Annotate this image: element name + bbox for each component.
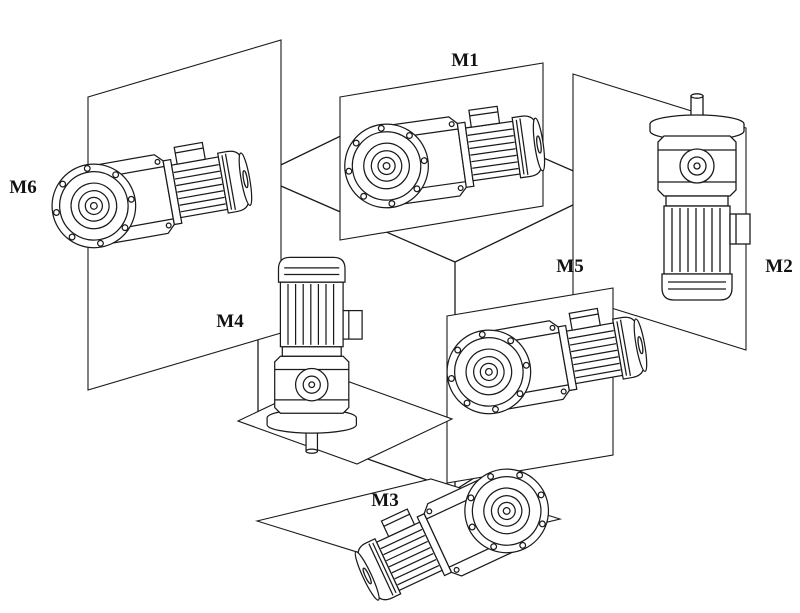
label-m5: M5 bbox=[556, 256, 583, 277]
gearmotor-m4 bbox=[266, 256, 363, 454]
label-m2: M2 bbox=[765, 256, 792, 277]
label-m1: M1 bbox=[451, 50, 478, 71]
label-m3: M3 bbox=[371, 490, 398, 511]
label-m4: M4 bbox=[216, 311, 244, 332]
label-m6: M6 bbox=[9, 177, 36, 198]
